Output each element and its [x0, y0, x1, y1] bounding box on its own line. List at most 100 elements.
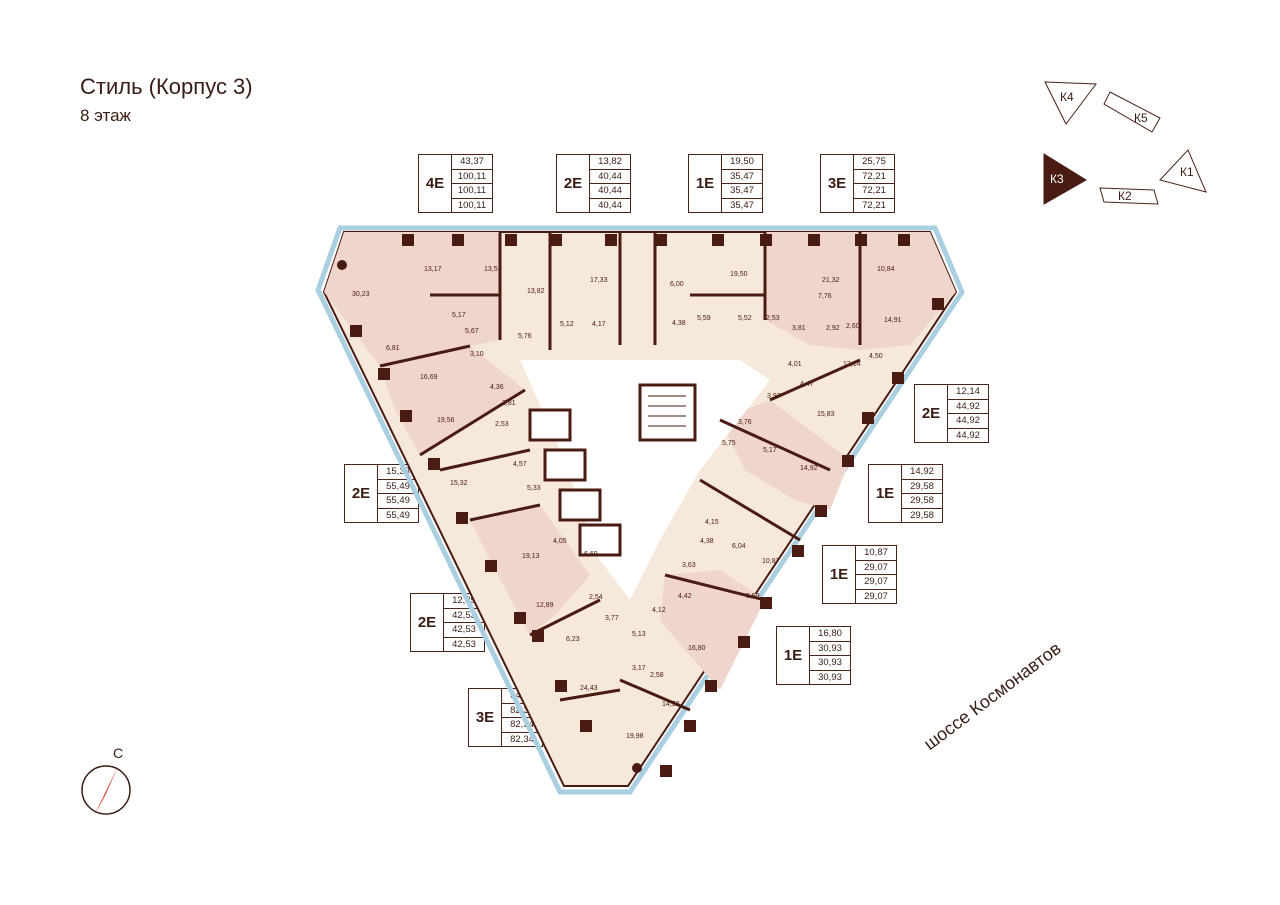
- room-area: 2,92: [826, 325, 840, 332]
- apartment-type: 2Е: [915, 385, 948, 442]
- legend-value: 42,53: [444, 609, 484, 623]
- building-k4-label: К4: [1060, 90, 1074, 104]
- room-area: 4,05: [553, 538, 567, 545]
- room-area: 4,42: [678, 593, 692, 600]
- legend-value: 29,07: [864, 590, 888, 602]
- legend-value: 30,93: [818, 671, 842, 683]
- room-area: 3,77: [605, 615, 619, 622]
- building-k5[interactable]: [1103, 91, 1161, 133]
- apartment-type: 1Е: [777, 627, 810, 684]
- apartment-type: 1Е: [823, 546, 856, 603]
- legend-value: 100,11: [457, 199, 487, 211]
- room-area: 2,60: [846, 323, 860, 330]
- building-k4[interactable]: [1044, 81, 1097, 125]
- room-area: 5,17: [763, 447, 777, 454]
- apartment-type: 1Е: [689, 155, 722, 212]
- legend-value: 40,44: [598, 199, 622, 211]
- legend-value: 12,14: [948, 385, 988, 400]
- room-area: 4,57: [513, 461, 527, 468]
- legend-value: 72,21: [862, 199, 886, 211]
- building-k5-label: К5: [1134, 111, 1148, 125]
- compass-ring: [81, 765, 131, 815]
- apartment-type: 3Е: [821, 155, 854, 212]
- room-area: 16,69: [420, 374, 438, 381]
- elevator-shaft: [543, 448, 587, 482]
- legend-value: 29,58: [902, 494, 942, 509]
- room-area: 19,56: [437, 417, 455, 424]
- apartment-4e[interactable]: [324, 232, 500, 366]
- apartment-2e-left-upper[interactable]: [380, 346, 525, 455]
- room-area: 19,50: [730, 271, 748, 278]
- room-area: 4,50: [869, 353, 883, 360]
- legend-value: 10,87: [856, 546, 896, 561]
- apartment-1e-right-1[interactable]: [720, 400, 850, 510]
- room-area: 2,54: [589, 594, 603, 601]
- compass-north-label: С: [113, 745, 123, 761]
- room-area: 6,04: [732, 543, 746, 550]
- room-area: 5,33: [527, 485, 541, 492]
- legend-value: 14,92: [902, 465, 942, 480]
- room-area: 2,58: [650, 672, 664, 679]
- legend-value: 42,53: [444, 623, 484, 638]
- legend-value: 19,50: [722, 155, 762, 170]
- room-area: 5,13: [632, 631, 646, 638]
- room-area: 4,38: [672, 320, 686, 327]
- legend-value: 44,92: [956, 429, 980, 441]
- room-area: 3,81: [502, 400, 516, 407]
- room-area: 7,76: [818, 293, 832, 300]
- apartment-1e-right-3[interactable]: [660, 570, 765, 690]
- building-k2[interactable]: [1099, 187, 1159, 205]
- legend-value: 82,34: [510, 733, 534, 745]
- building-k2-label: К2: [1118, 189, 1132, 203]
- legend-value: 43,37: [452, 155, 492, 170]
- room-area: 3,76: [738, 419, 752, 426]
- room-area: 4,12: [652, 607, 666, 614]
- room-area: 5,59: [746, 593, 760, 600]
- legend-value: 12,89: [444, 594, 484, 609]
- legend-value: 29,07: [856, 575, 896, 590]
- room-area: 6,69: [584, 551, 598, 558]
- building-k1[interactable]: [1159, 149, 1207, 193]
- room-area: 13,51: [484, 266, 502, 273]
- legend-value: 55,49: [386, 509, 410, 521]
- apartment-2e-left-lower[interactable]: [470, 505, 590, 635]
- room-area: 3,17: [632, 665, 646, 672]
- room-area: 19,98: [626, 733, 644, 740]
- legend-value: 72,21: [854, 184, 894, 199]
- room-area: 15,83: [817, 411, 835, 418]
- elevator-shaft: [528, 408, 572, 442]
- room-area: 12,14: [843, 361, 861, 368]
- room-area: 10,87: [762, 558, 780, 565]
- legend-value: 55,49: [378, 480, 418, 494]
- legend-value: 30,93: [810, 642, 850, 656]
- room-area: 21,32: [822, 277, 840, 284]
- room-area: 19,13: [522, 553, 540, 560]
- building-outline: [315, 225, 965, 795]
- room-area: 14,91: [884, 317, 902, 324]
- room-area: 3,81: [792, 325, 806, 332]
- room-area: 6,23: [566, 636, 580, 643]
- room-labels: 13,17 13,51 30,23 13,82 17,33 5,17 5,67 …: [352, 266, 902, 740]
- floor-label: 8 этаж: [80, 106, 131, 125]
- building-k3[interactable]: [1043, 153, 1087, 205]
- compass-needle-icon: [94, 766, 118, 816]
- legend-value: 35,47: [722, 170, 762, 184]
- columns: [350, 234, 944, 777]
- legend-value: 29,58: [902, 480, 942, 494]
- room-area: 4,01: [788, 361, 802, 368]
- room-area: 15,32: [450, 480, 468, 487]
- column-round: [632, 763, 642, 773]
- room-area: 5,67: [465, 328, 479, 335]
- elevator-shaft: [558, 488, 602, 522]
- room-area: 5,59: [697, 315, 711, 322]
- room-area: 13,82: [527, 288, 545, 295]
